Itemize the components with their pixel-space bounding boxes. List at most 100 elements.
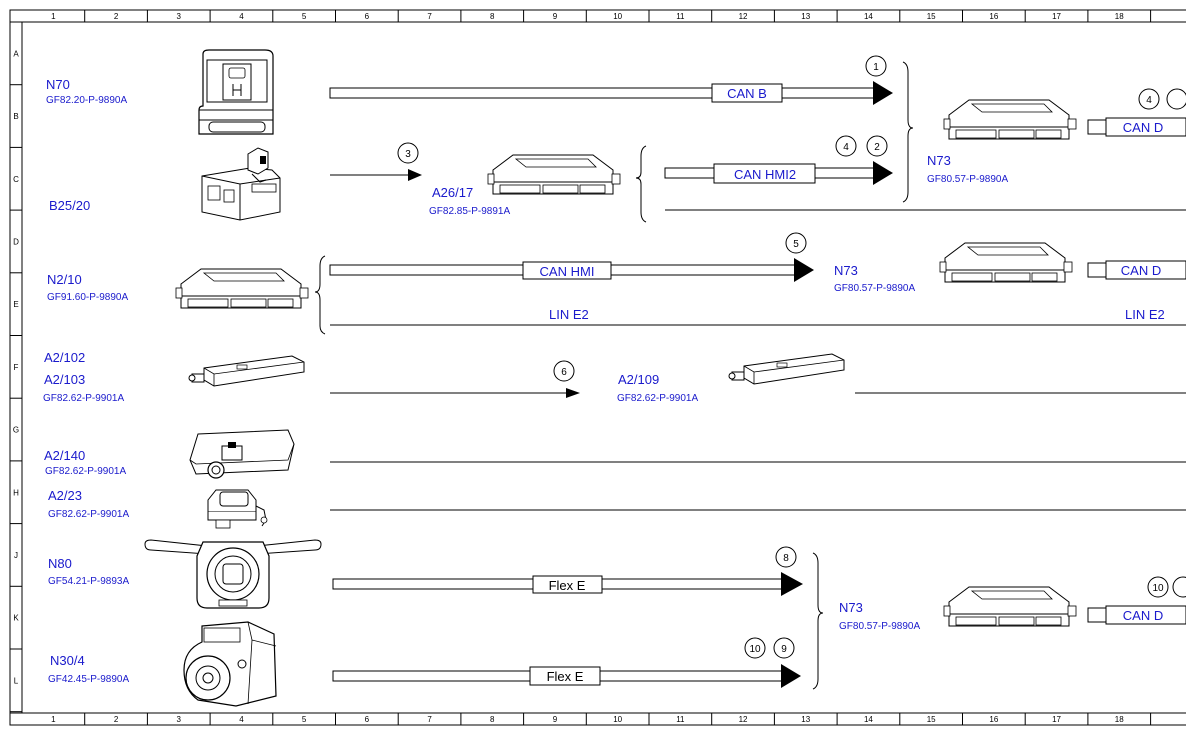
can-b-bus: CAN B	[329, 81, 893, 105]
can-d-mid-label: CAN D	[1121, 263, 1161, 278]
n73-top-reference: GF80.57-P-9890A	[927, 174, 1008, 185]
marker-1: 1	[865, 55, 887, 77]
grid-column-label: 13	[801, 12, 810, 21]
grid-row-label: A	[13, 49, 19, 58]
grid-frame	[9, 9, 1186, 726]
svg-text:4: 4	[843, 142, 849, 153]
a2-140-reference: GF82.62-P-9901A	[45, 466, 126, 477]
grid-column-label: 4	[239, 715, 244, 724]
flex-e-n80-label: Flex E	[549, 578, 586, 593]
b25-20-sensor-icon	[201, 147, 281, 221]
n2-10-reference: GF91.60-P-9890A	[47, 292, 128, 303]
n2-10-ecu-icon	[175, 268, 309, 309]
svg-text:4: 4	[1146, 95, 1152, 106]
grid-column-label: 8	[490, 12, 495, 21]
grid-column-label: 3	[177, 715, 182, 724]
n70-reference: GF82.20-P-9890A	[46, 95, 127, 106]
can-hmi2-bus: CAN HMI2	[664, 161, 893, 185]
n80-reference: GF54.21-P-9893A	[48, 576, 129, 587]
grid-column-label: 18	[1115, 715, 1124, 724]
grid-row-label: J	[14, 551, 18, 560]
a2-109-reference: GF82.62-P-9901A	[617, 393, 698, 404]
grid-column-label: 15	[927, 715, 936, 724]
marker-4: 4	[835, 135, 857, 157]
grid-column-label: 4	[239, 12, 244, 21]
a2-109-antenna-icon	[728, 353, 845, 385]
grid-column-label: 11	[676, 12, 685, 21]
grid-column-label: 16	[989, 12, 998, 21]
marker-5: 5	[785, 232, 807, 254]
svg-text:10: 10	[1152, 583, 1164, 594]
flex-e-n80-bus: Flex E	[332, 572, 803, 596]
a2-102-label: A2/102	[44, 350, 85, 365]
grid-column-label: 11	[676, 715, 685, 724]
n80-label: N80	[48, 556, 72, 571]
can-d-bot-label: CAN D	[1123, 608, 1163, 623]
marker-8: 8	[775, 546, 797, 568]
marker-4-right: 4	[1138, 88, 1186, 110]
n73-mid-label: N73	[834, 263, 858, 278]
grid-column-label: 9	[553, 12, 558, 21]
grid-column-label: 5	[302, 12, 307, 21]
flex-e-n30-4-bus: Flex E	[332, 664, 801, 688]
can-hmi-bus: CAN HMI	[329, 258, 814, 282]
lin-e2-label-left: LIN E2	[549, 307, 589, 322]
lin-e2-label-right: LIN E2	[1125, 307, 1165, 322]
svg-text:8: 8	[783, 553, 789, 564]
n73-mid-ecu-icon	[939, 242, 1073, 283]
n73-top-brace	[902, 61, 914, 203]
b25-20-to-a26-17-line	[330, 169, 422, 181]
grid-row-label: H	[13, 488, 19, 497]
n70-overhead-panel-icon	[198, 49, 274, 135]
n73-bot-label: N73	[839, 600, 863, 615]
grid-column-label: 1	[51, 12, 56, 21]
grid-column-label: 6	[365, 12, 370, 21]
marker-10-right: 10	[1147, 576, 1186, 598]
grid-column-label: 9	[553, 715, 558, 724]
can-hmi2-label: CAN HMI2	[734, 167, 796, 182]
n73-mid-reference: GF80.57-P-9890A	[834, 283, 915, 294]
grid-row-label: D	[13, 237, 19, 246]
n80-steering-column-module-icon	[144, 539, 322, 609]
grid-column-label: 10	[613, 12, 622, 21]
grid-column-label: 7	[427, 12, 432, 21]
a2-23-reference: GF82.62-P-9901A	[48, 509, 129, 520]
grid-row-label: L	[14, 676, 19, 685]
b25-20-label: B25/20	[49, 198, 90, 213]
grid-column-label: 18	[1115, 12, 1124, 21]
a2-140-label: A2/140	[44, 448, 85, 463]
svg-text:6: 6	[561, 367, 567, 378]
grid-column-label: 2	[114, 12, 119, 21]
flex-e-n30-4-label: Flex E	[547, 669, 584, 684]
a26-17-reference: GF82.85-P-9891A	[429, 206, 510, 217]
a2-109-label: A2/109	[618, 372, 659, 387]
marker-10: 10	[744, 637, 766, 659]
marker-9: 9	[773, 637, 795, 659]
can-hmi2-brace	[635, 145, 647, 223]
grid-column-label: 1	[51, 715, 56, 724]
grid-column-label: 13	[801, 715, 810, 724]
n73-top-ecu-icon	[943, 99, 1077, 140]
grid-column-label: 14	[864, 12, 873, 21]
a2-23-sensor-icon	[207, 489, 268, 529]
can-d-top-bus: CAN D	[1087, 117, 1186, 137]
a2-103-to-a2-109-line	[330, 388, 580, 398]
grid-column-label: 6	[365, 715, 370, 724]
grid-row-label: C	[13, 175, 19, 184]
n73-bot-ecu-icon	[943, 586, 1077, 627]
grid-column-label: 2	[114, 715, 119, 724]
can-d-bot-bus: CAN D	[1087, 605, 1186, 625]
svg-text:9: 9	[781, 644, 787, 655]
grid-row-label: E	[13, 300, 18, 309]
grid-row-label: F	[14, 363, 19, 372]
a2-103-antenna-icon	[188, 355, 305, 387]
grid-column-label: 12	[739, 715, 748, 724]
can-d-mid-bus: CAN D	[1087, 260, 1186, 280]
a26-17-ecu-icon	[487, 154, 621, 195]
n73-bottom-brace	[812, 552, 824, 690]
marker-6: 6	[553, 360, 575, 382]
can-d-top-label: CAN D	[1123, 120, 1163, 135]
